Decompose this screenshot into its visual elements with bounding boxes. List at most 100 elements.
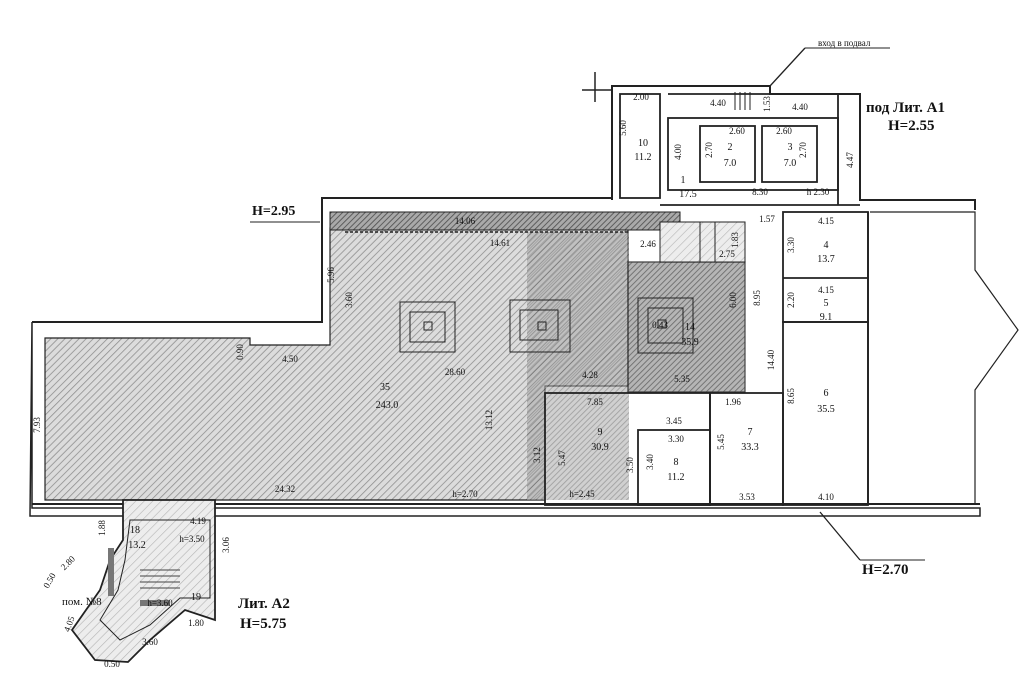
room-10-num: 10 [638, 138, 648, 149]
dim-label: 4.00 [673, 144, 683, 160]
dim-label: 24.32 [275, 484, 295, 494]
dim-label: 3.60 [344, 292, 354, 308]
dim-label: 5.45 [716, 434, 726, 450]
dim-label: 2.60 [729, 126, 745, 136]
bottom-height: H=2.70 [862, 562, 909, 578]
dim-label: 6.00 [728, 292, 738, 308]
dim-label: h=3.50 [179, 534, 205, 544]
room-19-num: 19 [191, 592, 201, 603]
dim-label: 7.93 [32, 417, 42, 433]
dim-label: h=2.45 [569, 489, 595, 499]
room-8-prefix-label: пом. №8 [62, 596, 102, 608]
dimension-labels: 14.06 14.61 28.60 24.32 4.50 4.28 5.35 7… [104, 92, 834, 669]
room-7-num: 7 [748, 427, 753, 438]
room-14-num: 14 [685, 322, 695, 333]
dim-label: h=3.60 [147, 598, 173, 608]
dim-label: 4.10 [818, 492, 834, 502]
lit-a2-wall-bar [108, 548, 114, 596]
room-5-area-label: 9.1 [820, 312, 833, 323]
room-18-area-label: 13.2 [128, 540, 146, 551]
room-6-num: 6 [824, 388, 829, 399]
room-7-area-label: 33.3 [741, 442, 759, 453]
dim-label: 4.19 [190, 516, 206, 526]
dim-label: 5.35 [674, 374, 690, 384]
dim-label: 3.30 [786, 237, 796, 253]
dim-label: 5.96 [326, 267, 336, 283]
lit-a2-stairs [140, 569, 180, 589]
dim-label: 2.75 [719, 249, 735, 259]
dim-label: 2.70 [704, 142, 714, 158]
lit-a2-title: Лит. А2 [238, 596, 290, 612]
dim-label: 2.00 [633, 92, 649, 102]
room-3-area-label: 7.0 [784, 158, 797, 169]
lit-a2-inner [99, 519, 211, 641]
dim-label: 5.47 [557, 450, 567, 466]
basement-entry-leader [769, 47, 806, 87]
room-35-top-band [329, 211, 681, 231]
room-9-area-label: 30.9 [591, 442, 609, 453]
dim-label: 8.30 [752, 187, 768, 197]
room-1-area-label: 17.5 [679, 189, 697, 200]
room-2-num: 2 [728, 142, 733, 153]
lit-a2-wall-bar-2 [140, 600, 170, 606]
column-markers [399, 297, 694, 354]
room-5-num: 5 [824, 298, 829, 309]
dim-label: 13.12 [484, 410, 494, 430]
room-2-area-label: 7.0 [724, 158, 737, 169]
room-4-num: 4 [824, 240, 829, 251]
room-10-area-label: 11.2 [634, 152, 651, 163]
dim-label: 14.06 [455, 216, 476, 226]
right-rooms-walls [544, 211, 1019, 506]
room-35-area-label: 243.0 [376, 400, 399, 411]
room-9-num: 9 [598, 427, 603, 438]
dim-label: 1.83 [730, 232, 740, 248]
dim-label: 3.45 [666, 416, 682, 426]
room-14-area-label: 35.9 [681, 337, 699, 348]
annex-walls [619, 93, 860, 206]
room-1-num: 1 [681, 175, 686, 186]
room-8-num: 8 [674, 457, 679, 468]
small-rooms-15-16 [659, 221, 746, 263]
dim-label: 3.60 [142, 637, 158, 647]
dim-label: 5.60 [618, 120, 628, 136]
room-4-area-label: 13.7 [817, 254, 835, 265]
dim-label: 14.61 [490, 238, 510, 248]
dim-label: 4.15 [818, 216, 834, 226]
dim-label: 3.12 [532, 447, 542, 463]
dim-label: 1.80 [188, 618, 204, 628]
dim-label: 2.80 [59, 553, 78, 572]
dim-label: 3.53 [739, 492, 755, 502]
dim-label: 4.47 [845, 152, 855, 168]
dim-label: 1.96 [725, 397, 741, 407]
dim-label: 28.60 [445, 367, 466, 377]
dim-label: 3.06 [221, 537, 231, 553]
dim-label: 0.50 [41, 571, 58, 590]
dim-label: 3.50 [625, 457, 635, 473]
room-35-dark-band [527, 232, 629, 500]
dim-label: 4.40 [792, 102, 808, 112]
dim-label: 8.65 [786, 388, 796, 404]
dim-label: 2.20 [786, 292, 796, 308]
stair-marks [582, 72, 751, 110]
dim-label: 0.90 [235, 344, 245, 360]
dim-label: 2.60 [776, 126, 792, 136]
room-18-num: 18 [130, 525, 140, 536]
dim-label: 4.15 [818, 285, 834, 295]
dim-label: 2.70 [798, 142, 808, 158]
basement-entry-label: вход в подвал [818, 38, 871, 48]
height-leader [819, 511, 861, 561]
room-35-num: 35 [380, 382, 390, 393]
dim-label: 3.30 [668, 434, 684, 444]
room-labels: 35 243.0 14 35.9 9 30.9 8 11.2 7 33.3 6 … [128, 138, 835, 603]
dim-label: 4.28 [582, 370, 598, 380]
dim-label: 1.53 [762, 96, 772, 112]
dim-label: h 2.30 [807, 187, 830, 197]
room-6-area-label: 35.5 [817, 404, 835, 415]
dim-label: 0.50 [104, 659, 120, 669]
dim-label: h=2.70 [452, 489, 478, 499]
dim-label: 8.95 [752, 290, 762, 306]
dim-label: 1.57 [759, 214, 775, 224]
main-height: H=2.95 [252, 204, 296, 219]
dim-label: 7.85 [587, 397, 603, 407]
